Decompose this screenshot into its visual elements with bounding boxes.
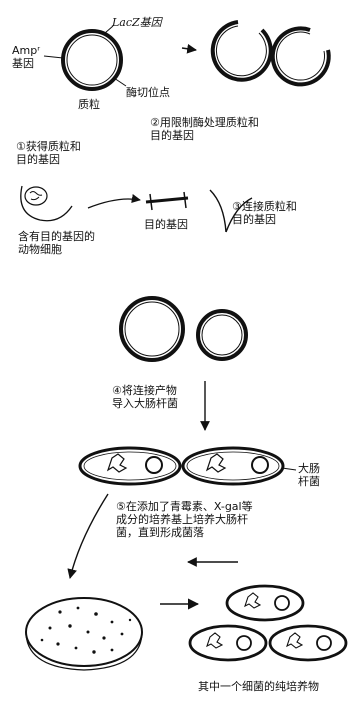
- ecoli-cell-left: [78, 446, 182, 486]
- plasmid-label: 质粒: [78, 98, 100, 111]
- step1-label: ①获得质粒和 目的基因: [16, 140, 81, 166]
- target-gene-label: 目的基因: [144, 218, 188, 231]
- petri-dish: [25, 597, 143, 671]
- recombinant-plasmids: [119, 296, 248, 362]
- step5-label: ⑤在添加了青霉素、X-gal等 成分的培养基上培养大肠杆 菌，直到形成菌落: [116, 500, 253, 539]
- ligation-arrow: [209, 189, 227, 233]
- amp-gene-label: Ampʳ 基因: [12, 44, 41, 70]
- pure-culture-label: 其中一个细菌的纯培养物: [198, 680, 319, 693]
- ecoli-cell-right: [181, 446, 297, 486]
- step2-label: ②用限制酶处理质粒和 目的基因: [150, 116, 259, 142]
- plasmid-diagram: [43, 25, 127, 91]
- step4-label: ④将连接产物 导入大肠杆菌: [112, 384, 178, 410]
- arrow-cut: [181, 43, 197, 54]
- cut-site-label: 酶切位点: [126, 86, 170, 99]
- arrow-culture: [67, 493, 109, 579]
- lacz-gene-label: LacZ基因: [112, 16, 162, 29]
- target-gene-fragment: [145, 191, 189, 211]
- step3-label: ③连接质粒和 目的基因: [232, 200, 297, 226]
- arrow-extract: [87, 194, 141, 209]
- ecoli-label: 大肠 杆菌: [298, 462, 320, 488]
- cut-plasmid-left: [210, 20, 273, 82]
- animal-cell: [20, 185, 73, 222]
- cut-plasmid-right: [270, 26, 331, 87]
- animal-cell-label: 含有目的基因的 动物细胞: [18, 230, 95, 256]
- pure-culture-cells: [188, 584, 348, 662]
